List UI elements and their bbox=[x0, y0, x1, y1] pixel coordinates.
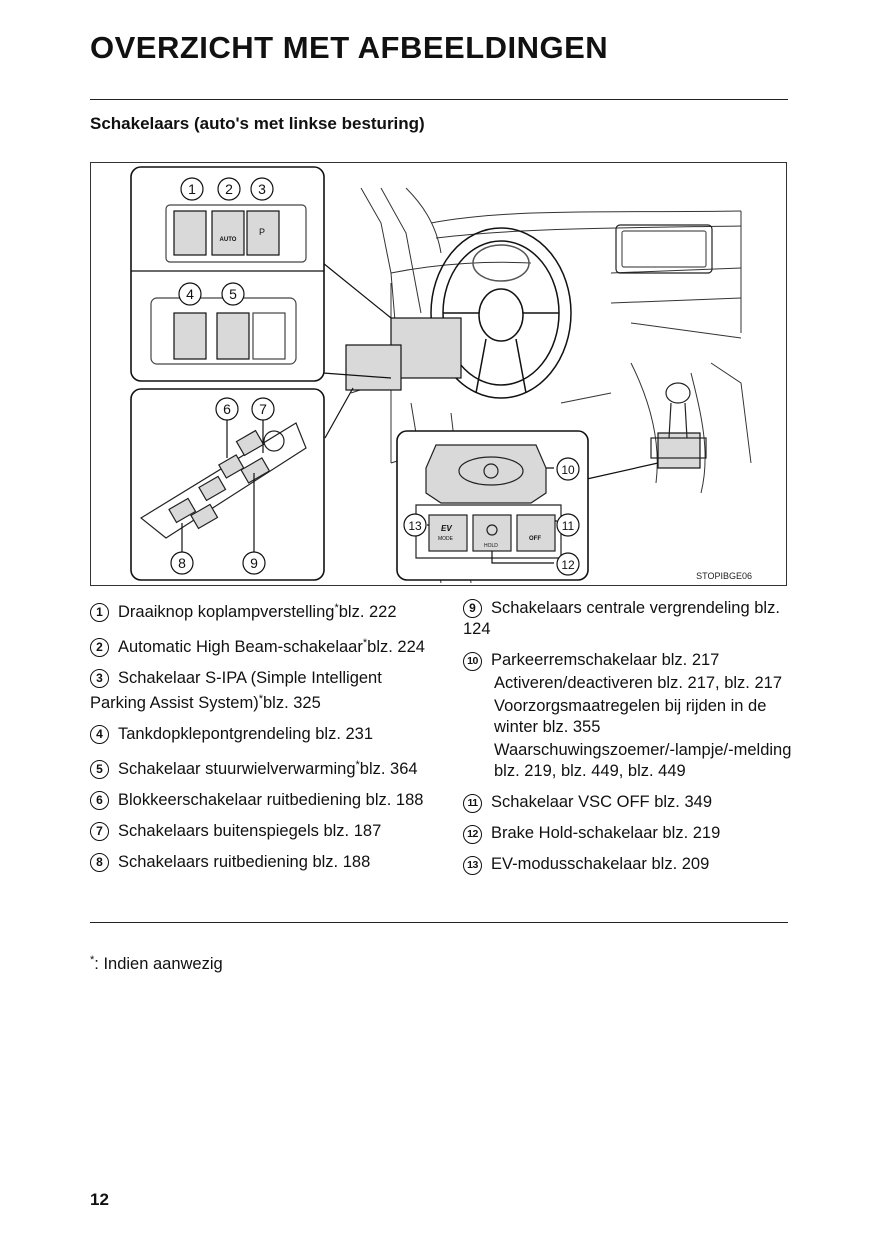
item-number: 3 bbox=[90, 669, 109, 688]
svg-text:1: 1 bbox=[188, 181, 196, 197]
ev-label: EV bbox=[441, 524, 452, 533]
callout-12 bbox=[556, 552, 580, 576]
gear-shifter bbox=[650, 382, 707, 459]
callout-9 bbox=[242, 551, 266, 575]
callout-2 bbox=[217, 177, 241, 201]
item-number: 12 bbox=[463, 825, 482, 844]
svg-text:3: 3 bbox=[258, 181, 266, 197]
svg-text:10: 10 bbox=[561, 463, 575, 477]
page-title: OVERZICHT MET AFBEELDINGEN bbox=[90, 30, 609, 65]
high-beam-switch bbox=[211, 210, 245, 256]
brake-hold-switch bbox=[472, 514, 512, 552]
svg-text:11: 11 bbox=[562, 519, 575, 533]
callout-6 bbox=[215, 397, 239, 421]
svg-text:8: 8 bbox=[178, 555, 186, 571]
section-subtitle: Schakelaars (auto's met linkse besturing… bbox=[90, 114, 425, 133]
dashboard-drawing bbox=[350, 187, 752, 584]
callout-11 bbox=[556, 513, 580, 537]
inset-door-panel bbox=[130, 388, 325, 581]
auto-label: AUTO bbox=[220, 237, 237, 243]
callout-1 bbox=[180, 177, 204, 201]
steering-wheel bbox=[430, 227, 572, 399]
callout-13 bbox=[403, 513, 427, 537]
callout-7 bbox=[251, 397, 275, 421]
item-number: 2 bbox=[90, 638, 109, 657]
svg-text:12: 12 bbox=[561, 558, 575, 572]
legend-rule bbox=[90, 922, 788, 923]
console-switch-highlight bbox=[657, 432, 701, 469]
callout-markers bbox=[170, 177, 580, 576]
title-rule bbox=[90, 99, 788, 100]
hold-label: HOLD bbox=[484, 543, 498, 549]
callout-numbers: 1 2 3 4 5 6 7 8 9 10 11 12 13 bbox=[178, 181, 575, 572]
ev-mode-switch bbox=[428, 514, 468, 552]
off-label: OFF bbox=[529, 536, 541, 542]
svg-text:13: 13 bbox=[408, 519, 422, 533]
dashboard-illustration: AUTO P EV bbox=[130, 166, 752, 584]
callout-8 bbox=[170, 551, 194, 575]
svg-text:2: 2 bbox=[225, 181, 233, 197]
callout-10 bbox=[556, 457, 580, 481]
switch-overview-figure: AUTO P EV bbox=[90, 162, 787, 586]
item-number: 6 bbox=[90, 791, 109, 810]
item-number: 5 bbox=[90, 760, 109, 779]
svg-text:4: 4 bbox=[186, 286, 194, 302]
item-number: 8 bbox=[90, 853, 109, 872]
p-label: P bbox=[259, 227, 265, 237]
svg-text:7: 7 bbox=[259, 401, 267, 417]
callout-3 bbox=[250, 177, 274, 201]
sub-item: Waarschuwingszoemer/-lampje/-melding blz… bbox=[494, 741, 792, 780]
item-number: 7 bbox=[90, 822, 109, 841]
vsc-off-switch bbox=[516, 514, 556, 552]
item-number: 1 bbox=[90, 603, 109, 622]
svg-text:5: 5 bbox=[229, 286, 237, 302]
s-ipa-switch bbox=[246, 210, 280, 256]
center-display bbox=[615, 224, 713, 274]
door-switch-highlight bbox=[345, 344, 402, 391]
item-number: 4 bbox=[90, 725, 109, 744]
callout-5 bbox=[221, 282, 245, 306]
item-number: 13 bbox=[463, 856, 482, 875]
callout-4 bbox=[178, 282, 202, 306]
sub-item: Activeren/deactiveren blz. 217, blz. 217 bbox=[494, 674, 783, 692]
item-number: 9 bbox=[463, 599, 482, 618]
svg-text:6: 6 bbox=[223, 401, 231, 417]
figure-code: STOPIBGE06 bbox=[696, 571, 752, 581]
sub-item: Voorzorgsmaatregelen bij rijden in de wi… bbox=[494, 697, 767, 736]
steering-heater-switch bbox=[216, 312, 250, 360]
fuel-door-switch bbox=[173, 312, 207, 360]
item-number: 11 bbox=[463, 794, 482, 813]
footnote: *: Indien aanwezig bbox=[90, 954, 223, 973]
svg-text:9: 9 bbox=[250, 555, 258, 571]
headlamp-leveling-dial bbox=[173, 210, 207, 256]
mode-label: MODE bbox=[438, 536, 454, 542]
page-number: 12 bbox=[90, 1190, 109, 1209]
item-number: 10 bbox=[463, 652, 482, 671]
